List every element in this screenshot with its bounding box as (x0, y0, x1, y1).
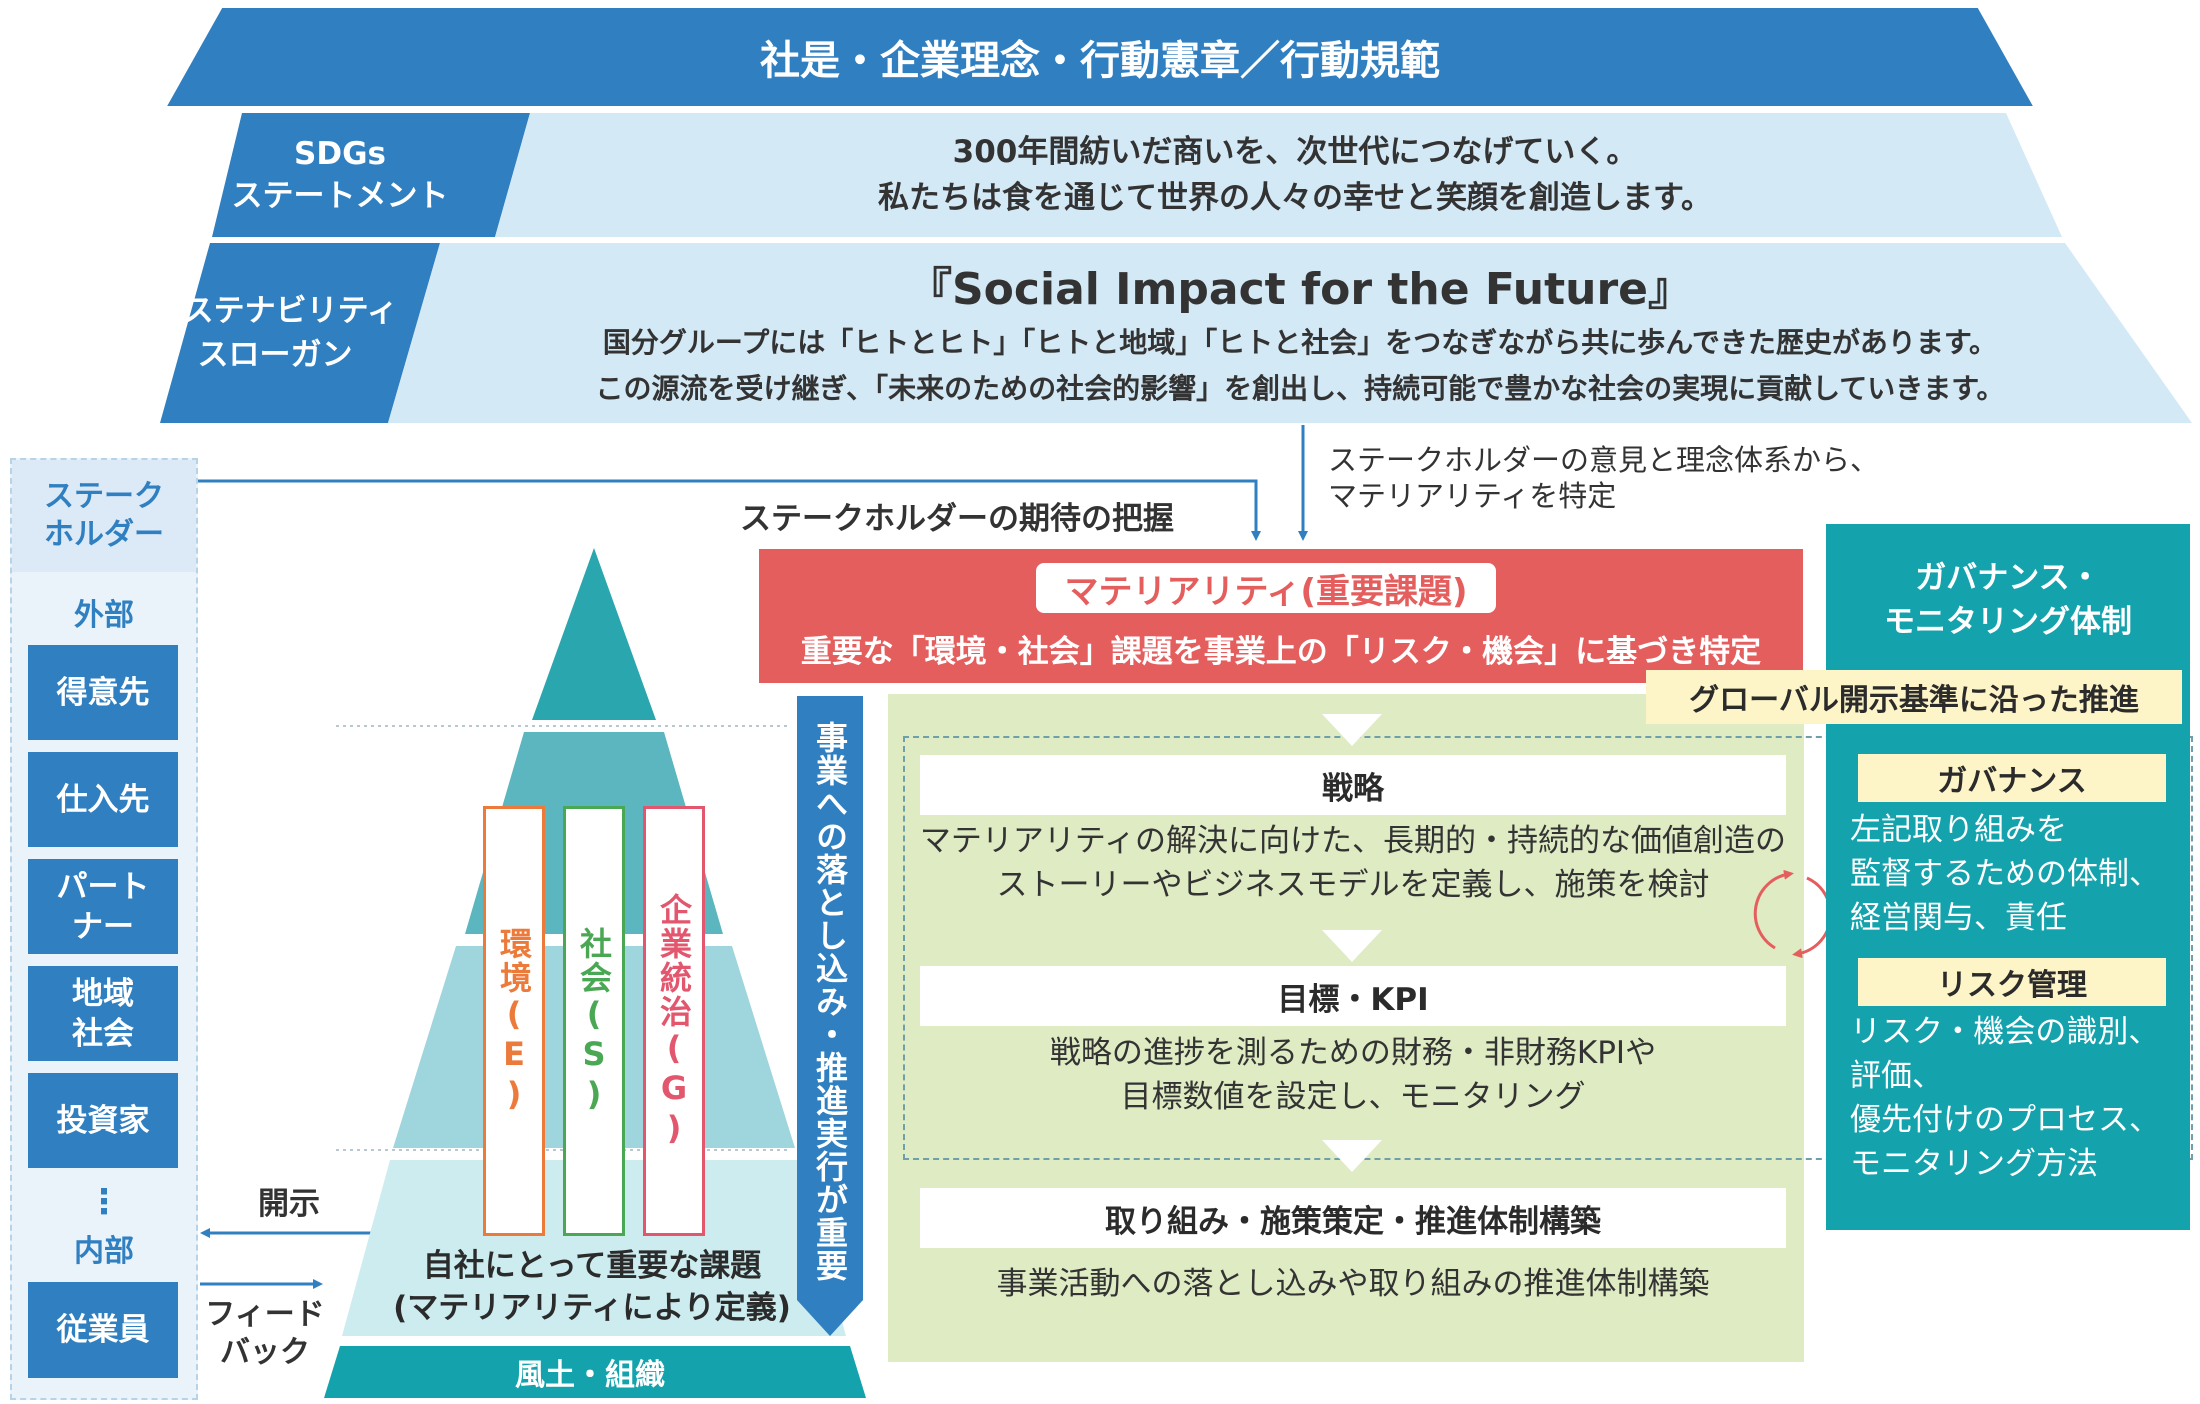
stakeholder-partner-line-1: パート (56, 868, 150, 905)
sdgs-statement-line-1: 300年間紡いだ商いを、次世代につなげていく。 (952, 134, 1638, 170)
stakeholder-employee: 従業員 (28, 1282, 178, 1378)
step-strategy-desc: マテリアリティの解決に向けた、長期的・持続的な価値創造の ストーリーやビジネスモ… (900, 816, 1806, 910)
process-dotted-frame (903, 736, 2193, 1160)
governance-title-line-2: モニタリング体制 (1884, 604, 2132, 640)
step-initiative-title: 取り組み・施策策定・推進体制構築 (920, 1188, 1786, 1248)
stakeholder-partner-line-2: ナー (72, 908, 134, 945)
slogan-text-line-1: 国分グループには「ヒトとヒト」「ヒトと地域」「ヒトと社会」をつなぎながら共に歩ん… (602, 326, 1998, 359)
sdgs-label: SDGs ステートメント (180, 113, 500, 237)
stakeholder-partner: パート ナー (28, 859, 178, 954)
materiality-subtitle: 重要な「環境・社会」課題を事業上の「リスク・機会」に基づき特定 (800, 633, 1762, 670)
sdgs-label-line-1: SDGs (294, 136, 386, 172)
governance-desc-line-2: 監督するための体制、 (1850, 856, 2160, 892)
governance-title-line-1: ガバナンス・ (1915, 560, 2101, 596)
pyramid-issue-line-1: 自社にとって重要な課題 (422, 1248, 762, 1284)
identify-label: ステークホルダーの意見と理念体系から、 マテリアリティを特定 (1328, 442, 1879, 514)
slogan-text: 国分グループには「ヒトとヒト」「ヒトと地域」「ヒトと社会」をつなぎながら共に歩ん… (400, 318, 2200, 414)
slogan-title: 『Social Impact for the Future』 (907, 264, 1692, 315)
governance-panel (1826, 524, 2190, 1230)
step-kpi-line-2: 目標数値を設定し、モニタリング (1120, 1079, 1586, 1115)
risk-desc-line-1: リスク・機会の識別、評価、 (1850, 1014, 2160, 1094)
pyramid-issue-line-2: (マテリアリティにより定義) (393, 1290, 791, 1326)
sdgs-statement-line-2: 私たちは食を通じて世界の人々の幸せと笑顔を創造します。 (878, 180, 1712, 216)
slogan-label-band (160, 243, 440, 423)
risk-desc-line-2: 優先付けのプロセス、 (1850, 1102, 2160, 1138)
slogan-content-band (388, 243, 2192, 423)
pillar-environment: 環境(E) (483, 806, 545, 1236)
stakeholder-customer: 得意先 (28, 645, 178, 740)
step-strategy-line-2: ストーリーやビジネスモデルを定義し、施策を検討 (996, 867, 1710, 903)
step-kpi-desc: 戦略の進捗を測るための財務・非財務KPIや 目標数値を設定し、モニタリング (900, 1028, 1806, 1122)
materiality-title: マテリアリティ(重要課題) (1036, 563, 1496, 613)
slogan-label-line-2: スローガン (197, 337, 353, 373)
feedback-label-line-1: フィード (205, 1297, 325, 1332)
sdgs-label-band (212, 113, 530, 237)
sdgs-content-band (495, 113, 2062, 237)
step-strategy-title: 戦略 (920, 755, 1786, 815)
vertical-arrow-text: 事業への落とし込み・推進実行が重要 (811, 720, 849, 1282)
internal-label: 内部 (74, 1234, 134, 1269)
pillar-governance-label: 企業統治(G) (655, 893, 693, 1149)
stakeholder-ellipsis: ⋮ (87, 1182, 121, 1222)
governance-desc-line-3: 経営関与、責任 (1850, 900, 2067, 936)
stakeholder-title-line-1: ステーク (44, 479, 164, 514)
pillar-social: 社会(S) (563, 806, 625, 1236)
stakeholder-investor: 投資家 (28, 1073, 178, 1168)
slogan-label-line-1: サステナビリティ (152, 293, 398, 329)
identify-label-line-2: マテリアリティを特定 (1328, 479, 1617, 513)
governance-subtitle: ガバナンス (1858, 754, 2166, 802)
step-initiative-desc: 事業活動への落とし込みや取り組みの推進体制構築 (996, 1265, 1710, 1302)
pyramid-issue: 自社にとって重要な課題 (マテリアリティにより定義) (362, 1244, 822, 1330)
expectation-arrow (195, 479, 1261, 541)
external-label: 外部 (74, 598, 134, 633)
expectation-label: ステークホルダーの期待の把握 (740, 501, 1174, 537)
risk-desc: リスク・機会の識別、評価、 優先付けのプロセス、 モニタリング方法 (1850, 1010, 2190, 1186)
stakeholder-title-line-2: ホルダー (44, 517, 164, 552)
pyramid-base-label: 風土・組織 (515, 1358, 665, 1393)
stakeholder-community-line-2: 社会 (72, 1015, 134, 1052)
step-strategy-line-1: マテリアリティの解決に向けた、長期的・持続的な価値創造の (919, 823, 1787, 859)
vertical-arrow-label: 事業への落とし込み・推進実行が重要 (797, 706, 863, 1296)
slogan-label: サステナビリティ スローガン (130, 243, 420, 423)
pillar-social-label: 社会(S) (575, 927, 613, 1115)
disclosure-label: 開示 (258, 1186, 320, 1222)
global-standard-banner: グローバル開示基準に沿った推進 (1646, 670, 2182, 724)
philosophy-tier (167, 8, 2033, 106)
risk-subtitle: リスク管理 (1858, 958, 2166, 1006)
sdgs-statement: 300年間紡いだ商いを、次世代につなげていく。 私たちは食を通じて世界の人々の幸… (560, 113, 2030, 237)
slogan-text-line-2: この源流を受け継ぎ、「未来のための社会的影響」を創出し、持続可能で豊かな社会の実… (595, 372, 2005, 405)
stakeholder-community-line-1: 地域 (72, 975, 134, 1012)
feedback-label-line-2: バック (220, 1335, 310, 1370)
stakeholder-title: ステーク ホルダー (12, 460, 196, 572)
stakeholder-community: 地域 社会 (28, 966, 178, 1061)
risk-desc-line-3: モニタリング方法 (1850, 1146, 2098, 1182)
step-kpi-title: 目標・KPI (920, 966, 1786, 1026)
step-kpi-line-1: 戦略の進捗を測るための財務・非財務KPIや (1049, 1035, 1657, 1071)
governance-desc: 左記取り組みを 監督するための体制、 経営関与、責任 (1850, 808, 2190, 940)
identify-label-line-1: ステークホルダーの意見と理念体系から、 (1328, 443, 1880, 477)
pillar-environment-label: 環境(E) (495, 927, 533, 1115)
feedback-label: フィード バック (190, 1296, 340, 1372)
pillar-governance: 企業統治(G) (643, 806, 705, 1236)
philosophy-title: 社是・企業理念・行動憲章／行動規範 (760, 38, 1440, 84)
governance-title: ガバナンス・ モニタリング体制 (1826, 550, 2190, 650)
stakeholder-supplier: 仕入先 (28, 752, 178, 847)
sdgs-label-line-2: ステートメント (231, 178, 449, 214)
governance-desc-line-1: 左記取り組みを (1850, 812, 2067, 848)
